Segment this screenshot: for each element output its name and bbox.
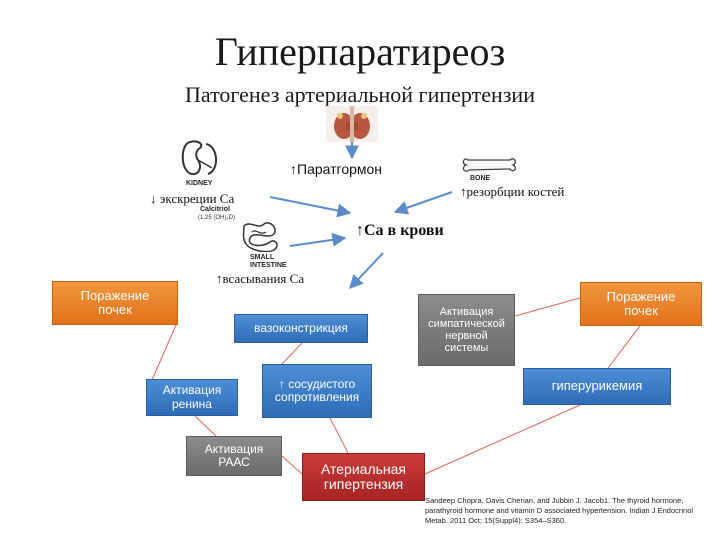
connector-sympathetic-right <box>514 297 581 317</box>
raas-activation-box: Активация РААС <box>186 436 282 476</box>
calcitriol-label: Calcitriol <box>200 206 230 213</box>
sympathetic-activation-box: Активация симпатической нервной системы <box>418 294 515 366</box>
hyperuricemia-box: гиперурикемия <box>523 368 671 405</box>
connector-hyperuricemia-hypertension <box>424 404 581 475</box>
parathyroid-gland-icon <box>326 106 378 142</box>
bone-label: BONE <box>470 175 491 182</box>
connector-kidney-renin <box>151 324 177 381</box>
absorption-label: ↑всасывания Ca <box>216 271 305 286</box>
connector-renin-raas <box>194 415 217 437</box>
page-title: Гиперпаратиреоз <box>214 29 506 74</box>
intestine-label: SMALL INTESTINE <box>250 254 287 269</box>
renin-activation-box: Активация ренина <box>146 379 238 416</box>
kidney-damage-box-left: Поражение почек <box>52 281 178 325</box>
blood-down-arrow <box>349 252 384 290</box>
vasoconstriction-box: вазоконстрикция <box>234 314 368 343</box>
kidney-damage-box-right: Поражение почек <box>580 282 702 326</box>
bone-icon <box>462 158 516 172</box>
connector-raas-hypertension <box>281 455 303 475</box>
connector-right-hyperuricemia <box>607 325 641 369</box>
connector-vaso-resistance <box>281 342 303 365</box>
kidney-to-blood-arrow <box>269 196 352 218</box>
kidney-icon <box>181 140 217 176</box>
calcitriol-formula: (1,25 (OH)₂D) <box>198 215 235 221</box>
connector-resistance-hypertension <box>329 417 349 454</box>
kidney-label: KIDNEY <box>186 180 213 187</box>
calcium-excretion-label: ↓ экскреции Ca <box>150 191 235 206</box>
bone-resorption-label: ↑резорбции костей <box>460 184 565 199</box>
vascular-resistance-box: ↑ сосудистого сопротивления <box>262 364 372 418</box>
pth-label: ↑Паратгормон <box>290 161 383 177</box>
bone-to-blood-arrow <box>393 191 453 215</box>
intestine-to-blood-arrow <box>289 232 347 247</box>
small-intestine-icon <box>242 222 278 252</box>
page-subtitle: Патогенез артериальной гипертензии <box>185 82 535 107</box>
blood-calcium-label: ↑Ca в крови <box>356 222 444 239</box>
hypertension-box: Атериальная гипертензия <box>302 453 425 501</box>
citation: Sandeep Chopra, Davis Cherian, and Jubbi… <box>425 496 694 526</box>
